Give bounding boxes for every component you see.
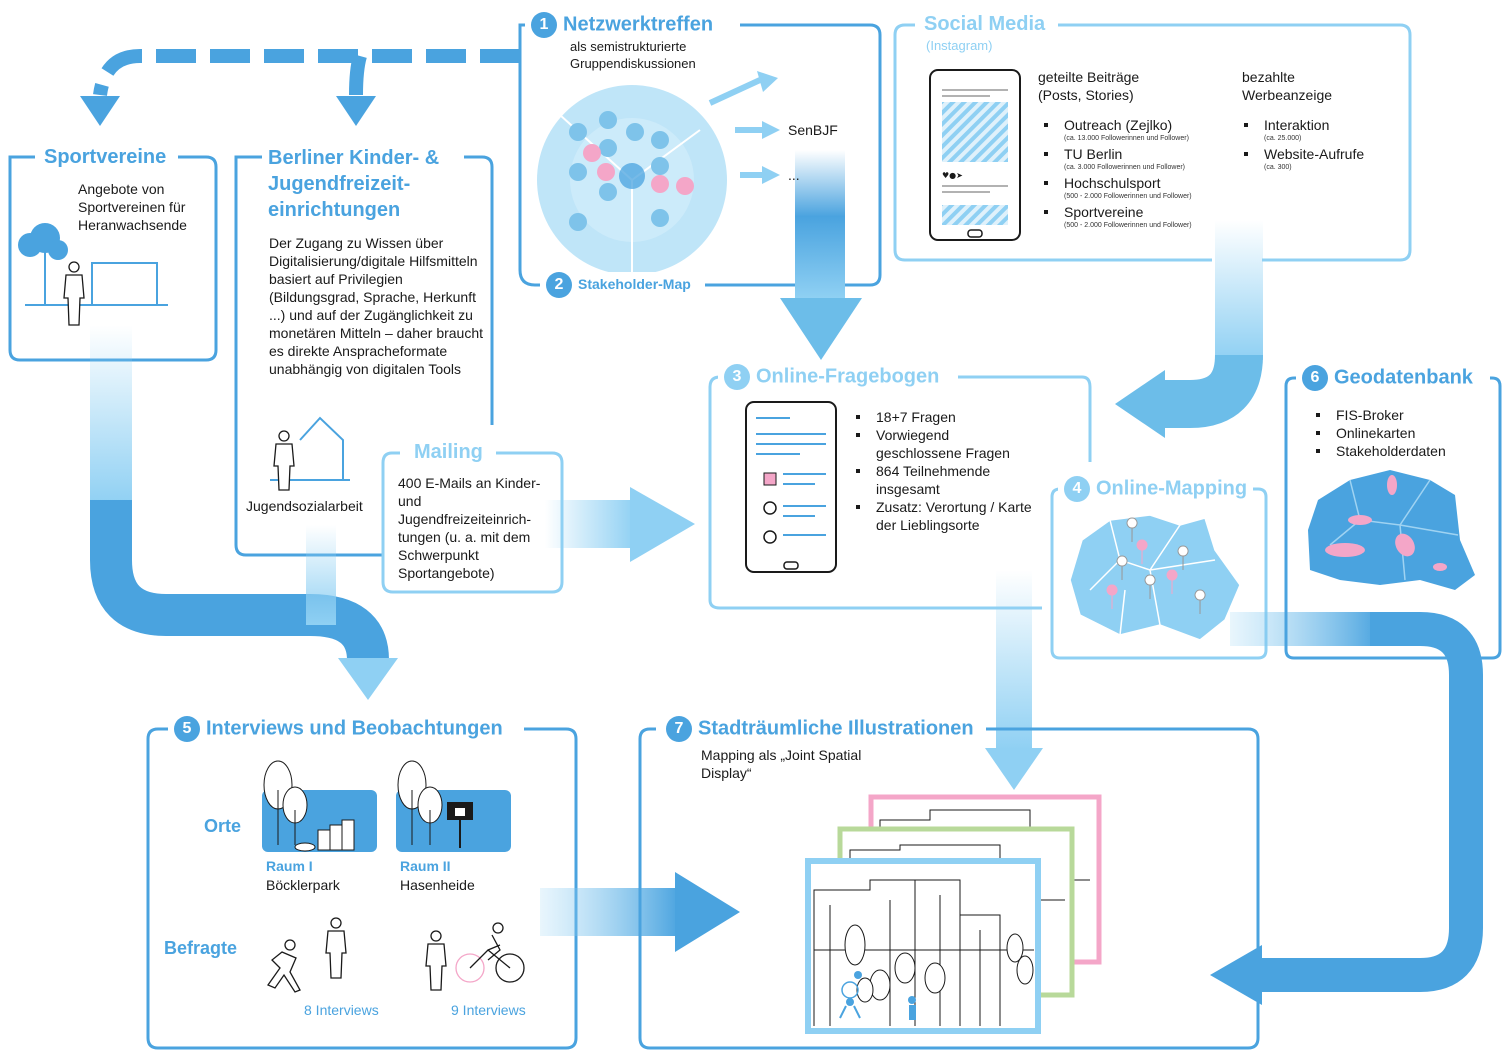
phone-survey-icon bbox=[745, 401, 837, 573]
social-col1-list: Outreach (Zejlko)(ca. 13.000 Followerinn… bbox=[1038, 116, 1238, 230]
illustrationen-text: Mapping als „Joint Spatial Display“ bbox=[701, 747, 862, 781]
orte-label: Orte bbox=[204, 816, 242, 836]
raum2-label: Raum II bbox=[400, 858, 451, 874]
berlin-pins-map bbox=[1069, 514, 1241, 641]
social-media-title: Social Media bbox=[918, 12, 1052, 36]
target-senbjf: SenBJF bbox=[788, 122, 838, 138]
respondents-illustration bbox=[267, 917, 525, 993]
step-5-badge: 5 bbox=[174, 716, 200, 742]
social-item: TU Berlin(ca. 3.000 Followerinnen und Fo… bbox=[1038, 145, 1238, 172]
geodatenbank-item: Stakeholderdaten bbox=[1310, 442, 1490, 460]
fragebogen-item: 864 Teilnehmende insgesamt bbox=[850, 462, 1035, 498]
fragebogen-item: Zusatz: Verortung / Karte der Lieblingso… bbox=[850, 498, 1035, 534]
illustrationen-label: Stadträumliche Illustrationen bbox=[698, 717, 974, 740]
online-fragebogen-label: Online-Fragebogen bbox=[756, 365, 940, 388]
dashed-feedback-arrow bbox=[80, 49, 520, 126]
social-col2-list: Interaktion(ca. 25.000) Website-Aufrufe(… bbox=[1238, 116, 1398, 172]
online-fragebogen-title: 3 Online-Fragebogen bbox=[718, 364, 946, 390]
raum1-place: Böcklerpark bbox=[266, 877, 340, 893]
fragebogen-item: 18+7 Fragen bbox=[850, 408, 1035, 426]
geodata-map bbox=[1308, 470, 1475, 590]
netzwerktreffen-label: Netzwerktreffen bbox=[563, 13, 714, 36]
sports-club-icon bbox=[18, 223, 168, 326]
online-mapping-label: Online-Mapping bbox=[1096, 477, 1248, 500]
target-more: ... bbox=[788, 167, 800, 183]
raum2-interviews: 9 Interviews bbox=[451, 1002, 526, 1018]
step-1-badge: 1 bbox=[531, 12, 557, 38]
raum2-place: Hasenheide bbox=[400, 877, 475, 893]
step-3-badge: 3 bbox=[724, 364, 750, 390]
fragebogen-item: Vorwiegend geschlossene Fragen bbox=[850, 426, 1035, 462]
online-mapping-title: 4 Online-Mapping bbox=[1058, 476, 1254, 502]
geodatenbank-item: Onlinekarten bbox=[1310, 424, 1490, 442]
social-item: Hochschulsport(500 - 2.000 Followerinnen… bbox=[1038, 174, 1238, 201]
stakeholder-map-title: 2 Stakeholder-Map bbox=[540, 272, 697, 299]
step-2-badge: 2 bbox=[546, 272, 572, 299]
fragebogen-list: 18+7 Fragen Vorwiegend geschlossene Frag… bbox=[850, 408, 1035, 534]
sportvereine-text: Angebote von Sportvereinen für Heranwach… bbox=[78, 181, 187, 233]
raum1-label: Raum I bbox=[266, 858, 313, 874]
jugendsozialarbeit-caption: Jugendsozialarbeit bbox=[246, 498, 363, 514]
geodatenbank-title: 6 Geodatenbank bbox=[1296, 365, 1479, 391]
illustrationen-title: 7 Stadträumliche Illustrationen bbox=[660, 716, 980, 742]
social-col1-heading: geteilte Beiträge (Posts, Stories) bbox=[1038, 69, 1140, 103]
social-item: Outreach (Zejlko)(ca. 13.000 Followerinn… bbox=[1038, 116, 1238, 143]
raum1-interviews: 8 Interviews bbox=[304, 1002, 379, 1018]
social-item: Website-Aufrufe(ca. 300) bbox=[1238, 145, 1398, 172]
geodatenbank-list: FIS-Broker Onlinekarten Stakeholderdaten bbox=[1310, 406, 1490, 460]
interviews-label: Interviews und Beobachtungen bbox=[206, 717, 503, 740]
step-6-badge: 6 bbox=[1302, 365, 1328, 391]
youth-house-icon bbox=[270, 416, 350, 491]
layered-illustrations bbox=[805, 794, 1102, 1034]
kjfe-title: Berliner Kinder- & Jugendfreizeit-einric… bbox=[262, 145, 464, 223]
geodatenbank-label: Geodatenbank bbox=[1334, 366, 1473, 389]
netzwerktreffen-subtitle: als semistrukturierte Gruppendiskussione… bbox=[570, 39, 696, 71]
befragte-label: Befragte bbox=[164, 938, 238, 958]
step-7-badge: 7 bbox=[666, 716, 692, 742]
stakeholder-map-label: Stakeholder-Map bbox=[578, 276, 691, 292]
phone-instagram-icon: ♥●➤ bbox=[929, 69, 1021, 241]
social-item: Sportvereine(500 - 2.000 Followerinnen u… bbox=[1038, 203, 1238, 230]
social-item: Interaktion(ca. 25.000) bbox=[1238, 116, 1398, 143]
geodatenbank-item: FIS-Broker bbox=[1310, 406, 1490, 424]
stakeholder-map-graphic bbox=[537, 85, 727, 275]
raum1-illustration bbox=[262, 760, 377, 852]
target-arrows bbox=[708, 71, 780, 184]
social-col2-heading: bezahlte Werbeanzeige bbox=[1242, 69, 1333, 103]
netzwerktreffen-title: 1 Netzwerktreffen bbox=[525, 12, 720, 38]
raum2-illustration bbox=[396, 760, 511, 852]
social-media-subtitle: (Instagram) bbox=[926, 38, 993, 53]
mailing-text: 400 E-Mails an Kinder- und Jugendfreizei… bbox=[398, 475, 541, 581]
step-4-badge: 4 bbox=[1064, 476, 1090, 502]
interviews-title: 5 Interviews und Beobachtungen bbox=[168, 716, 509, 742]
kjfe-text: Der Zugang zu Wissen über Digitalisierun… bbox=[269, 235, 484, 377]
mailing-title: Mailing bbox=[408, 440, 489, 464]
sportvereine-title: Sportvereine bbox=[38, 145, 173, 169]
svg-text:♥●➤: ♥●➤ bbox=[942, 171, 963, 180]
